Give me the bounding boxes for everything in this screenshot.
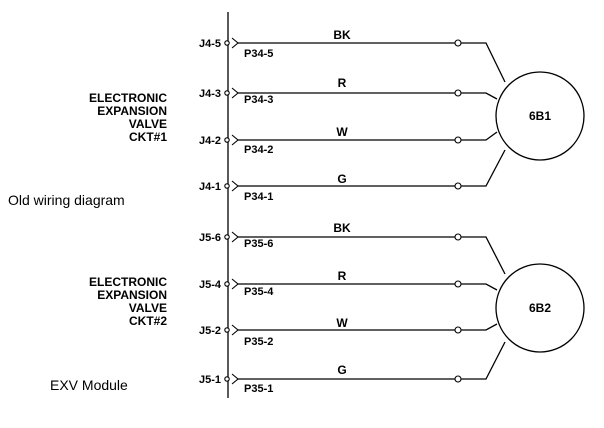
svg-text:P34-2: P34-2 (244, 144, 273, 156)
svg-text:G: G (337, 172, 346, 186)
svg-text:VALVE: VALVE (129, 117, 167, 131)
svg-text:6B2: 6B2 (529, 301, 551, 315)
svg-text:P35-6: P35-6 (244, 238, 273, 250)
svg-text:P35-1: P35-1 (244, 383, 273, 395)
svg-text:J5-6: J5-6 (199, 232, 221, 244)
svg-text:ELECTRONIC: ELECTRONIC (89, 275, 167, 289)
wire-row: J4-2 P34-2 W (199, 125, 498, 156)
wire-row: J4-5 P34-5 BK (199, 28, 506, 83)
svg-text:J4-5: J4-5 (199, 38, 221, 50)
svg-text:R: R (338, 76, 347, 90)
svg-text:J4-3: J4-3 (199, 88, 221, 100)
svg-text:W: W (336, 125, 348, 139)
svg-text:G: G (337, 363, 346, 377)
svg-text:BK: BK (333, 221, 351, 235)
wire-row: J5-1 P35-1 G (199, 341, 506, 395)
svg-text:EXPANSION: EXPANSION (97, 288, 167, 302)
svg-text:J5-1: J5-1 (199, 374, 221, 386)
wire-row: J5-6 P35-6 BK (199, 221, 506, 275)
svg-text:ELECTRONIC: ELECTRONIC (89, 91, 167, 105)
svg-text:CKT#2: CKT#2 (129, 314, 167, 328)
circuit-2-label: ELECTRONIC EXPANSION VALVE CKT#2 (89, 275, 167, 328)
wire-row: J4-1 P34-1 G (199, 149, 506, 203)
svg-text:BK: BK (333, 28, 351, 42)
svg-text:P35-2: P35-2 (244, 336, 273, 348)
svg-text:P35-4: P35-4 (244, 286, 274, 298)
svg-text:CKT#1: CKT#1 (129, 130, 167, 144)
svg-text:P34-3: P34-3 (244, 94, 273, 106)
svg-text:P34-1: P34-1 (244, 191, 273, 203)
svg-text:W: W (336, 316, 348, 330)
svg-text:J5-2: J5-2 (199, 325, 221, 337)
old-wiring-caption: Old wiring diagram (8, 192, 125, 208)
svg-text:R: R (338, 269, 347, 283)
svg-text:J5-4: J5-4 (199, 279, 222, 291)
motor-6b2: 6B2 (495, 263, 585, 353)
exv-module-caption: EXV Module (50, 377, 128, 393)
wire-row: J4-3 P34-3 R (199, 76, 498, 106)
wire-row: J5-2 P35-2 W (199, 316, 498, 348)
svg-text:J4-1: J4-1 (199, 181, 221, 193)
wire-row: J5-4 P35-4 R (199, 269, 498, 298)
motor-6b1: 6B1 (495, 71, 585, 161)
svg-text:EXPANSION: EXPANSION (97, 104, 167, 118)
svg-text:6B1: 6B1 (529, 109, 551, 123)
svg-text:VALVE: VALVE (129, 301, 167, 315)
svg-text:P34-5: P34-5 (244, 48, 273, 60)
circuit-1-label: ELECTRONIC EXPANSION VALVE CKT#1 (89, 91, 167, 144)
svg-text:J4-2: J4-2 (199, 135, 221, 147)
